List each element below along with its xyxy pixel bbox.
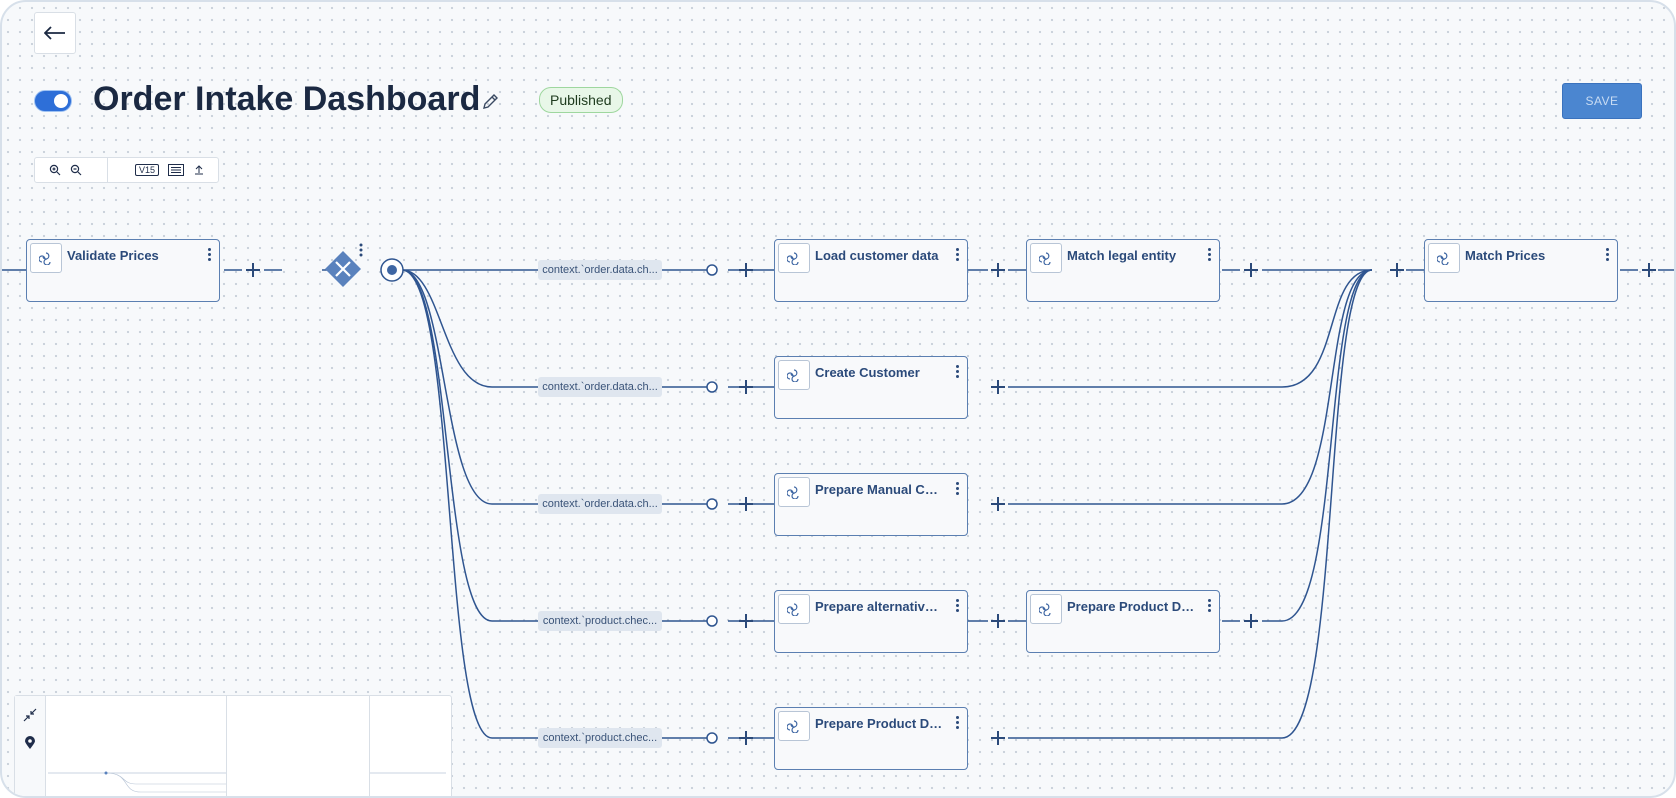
task-node-load-customer-data[interactable]: Load customer data [774, 239, 968, 302]
task-node-match-prices[interactable]: Match Prices [1424, 239, 1618, 302]
add-step-button[interactable] [1389, 262, 1405, 278]
webhook-icon [778, 594, 810, 624]
status-badge: Published [539, 87, 623, 113]
node-label: Prepare Product Data [1067, 599, 1197, 614]
zoom-in-icon [49, 164, 61, 176]
condition-label[interactable]: context.`order.data.ch... [538, 494, 662, 514]
upload-icon [195, 165, 203, 175]
node-menu-icon[interactable] [205, 248, 213, 264]
fork-node[interactable] [380, 258, 404, 282]
node-menu-icon[interactable] [953, 365, 961, 381]
webhook-icon [1030, 243, 1062, 273]
node-menu-icon[interactable] [1603, 248, 1611, 264]
node-menu-icon[interactable] [1205, 248, 1213, 264]
enable-toggle[interactable] [34, 90, 72, 112]
canvas-toolbar: V15 [34, 157, 219, 183]
webhook-icon [778, 360, 810, 390]
minimap[interactable] [14, 695, 452, 796]
condition-label[interactable]: context.`product.chec... [538, 728, 662, 748]
minimap-controls [15, 696, 46, 796]
node-label: Prepare Product Data [815, 716, 945, 731]
node-label: Prepare alternative pr... [815, 599, 945, 614]
add-step-button[interactable] [990, 730, 1006, 746]
task-node-prepare-product-data-2[interactable]: Prepare Product Data [774, 707, 968, 770]
add-step-button[interactable] [1243, 262, 1259, 278]
edit-title-button[interactable] [480, 92, 500, 112]
node-label: Load customer data [815, 248, 939, 263]
gateway-menu-icon[interactable] [358, 242, 364, 258]
version-badge: V15 [134, 164, 159, 176]
task-node-prepare-alternative[interactable]: Prepare alternative pr... [774, 590, 968, 653]
exclusive-gateway[interactable] [325, 251, 361, 287]
task-node-prepare-product-data[interactable]: Prepare Product Data [1026, 590, 1220, 653]
task-node-create-customer[interactable]: Create Customer [774, 356, 968, 419]
map-pin-icon [25, 736, 35, 749]
pencil-icon [483, 94, 498, 109]
gateway-icon [325, 251, 361, 287]
add-step-button[interactable] [990, 496, 1006, 512]
node-menu-icon[interactable] [1205, 599, 1213, 615]
export-button[interactable] [192, 162, 206, 178]
webhook-icon [30, 243, 62, 273]
version-button[interactable]: V15 [133, 162, 161, 178]
add-step-button[interactable] [738, 379, 754, 395]
task-node-validate-prices[interactable]: Validate Prices [26, 239, 220, 302]
node-menu-icon[interactable] [953, 482, 961, 498]
webhook-icon [778, 477, 810, 507]
fork-circle-icon [380, 258, 404, 282]
node-label: Match legal entity [1067, 248, 1177, 263]
webhook-icon [1428, 243, 1460, 273]
condition-label[interactable]: context.`order.data.ch... [538, 260, 662, 280]
zoom-in-button[interactable] [47, 162, 63, 178]
collapse-arrows-icon [23, 708, 37, 722]
add-step-button[interactable] [738, 496, 754, 512]
list-icon [168, 164, 184, 176]
condition-label[interactable]: context.`product.chec... [538, 611, 662, 631]
node-menu-icon[interactable] [953, 716, 961, 732]
add-step-button[interactable] [990, 262, 1006, 278]
page-title: Order Intake Dashboard [93, 80, 481, 118]
webhook-icon [1030, 594, 1062, 624]
condition-label[interactable]: context.`order.data.ch... [538, 377, 662, 397]
node-menu-icon[interactable] [953, 599, 961, 615]
add-step-button[interactable] [738, 613, 754, 629]
add-step-button[interactable] [245, 262, 261, 278]
collapse-minimap-button[interactable] [23, 708, 37, 722]
node-menu-icon[interactable] [953, 248, 961, 264]
save-button[interactable]: SAVE [1562, 83, 1642, 119]
recenter-button[interactable] [24, 736, 36, 750]
node-label: Validate Prices [67, 248, 159, 263]
node-label: Match Prices [1465, 248, 1546, 263]
add-step-button[interactable] [738, 730, 754, 746]
node-label: Create Customer [815, 365, 920, 380]
add-step-button[interactable] [1243, 613, 1259, 629]
add-step-button[interactable] [990, 613, 1006, 629]
task-node-match-legal-entity[interactable]: Match legal entity [1026, 239, 1220, 302]
webhook-icon [778, 243, 810, 273]
webhook-icon [778, 711, 810, 741]
minimap-viewport[interactable] [226, 696, 370, 796]
task-node-prepare-manual-customer[interactable]: Prepare Manual Cust... [774, 473, 968, 536]
back-button[interactable] [34, 12, 76, 54]
list-view-button[interactable] [167, 162, 185, 178]
add-step-button[interactable] [990, 379, 1006, 395]
arrow-left-icon [44, 26, 65, 40]
zoom-out-button[interactable] [68, 162, 84, 178]
add-step-button[interactable] [738, 262, 754, 278]
add-step-button[interactable] [1641, 262, 1657, 278]
zoom-out-icon [70, 164, 82, 176]
node-label: Prepare Manual Cust... [815, 482, 945, 497]
